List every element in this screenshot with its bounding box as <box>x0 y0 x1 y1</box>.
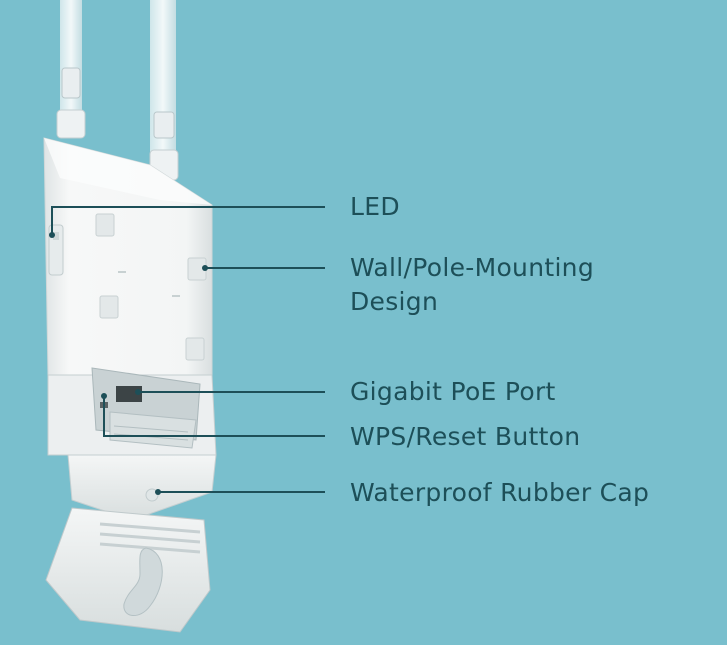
callout-mounting-line1: Wall/Pole-Mounting <box>350 253 594 282</box>
right-antenna <box>149 0 179 181</box>
leader-dots <box>49 232 208 495</box>
callout-poe-port-text: Gigabit PoE Port <box>350 377 556 406</box>
callout-mounting-line2: Design <box>350 287 439 316</box>
leader-lines <box>51 206 325 493</box>
leader-line-wps <box>103 396 325 437</box>
callout-poe-port: Gigabit PoE Port <box>350 375 556 409</box>
callout-mounting: Wall/Pole-Mounting Design <box>350 251 594 319</box>
leader-line-led <box>51 206 325 235</box>
callout-rubber-cap: Waterproof Rubber Cap <box>350 476 649 510</box>
callout-rubber-cap-text: Waterproof Rubber Cap <box>350 478 650 507</box>
left-antenna <box>56 0 86 139</box>
rubber-cap <box>45 507 211 633</box>
callout-led: LED <box>350 190 400 224</box>
callout-led-text: LED <box>350 192 400 221</box>
callout-wps-reset: WPS/Reset Button <box>350 420 580 454</box>
port-compartment <box>47 367 217 456</box>
device-body <box>43 137 213 376</box>
callout-wps-reset-text: WPS/Reset Button <box>350 422 581 451</box>
